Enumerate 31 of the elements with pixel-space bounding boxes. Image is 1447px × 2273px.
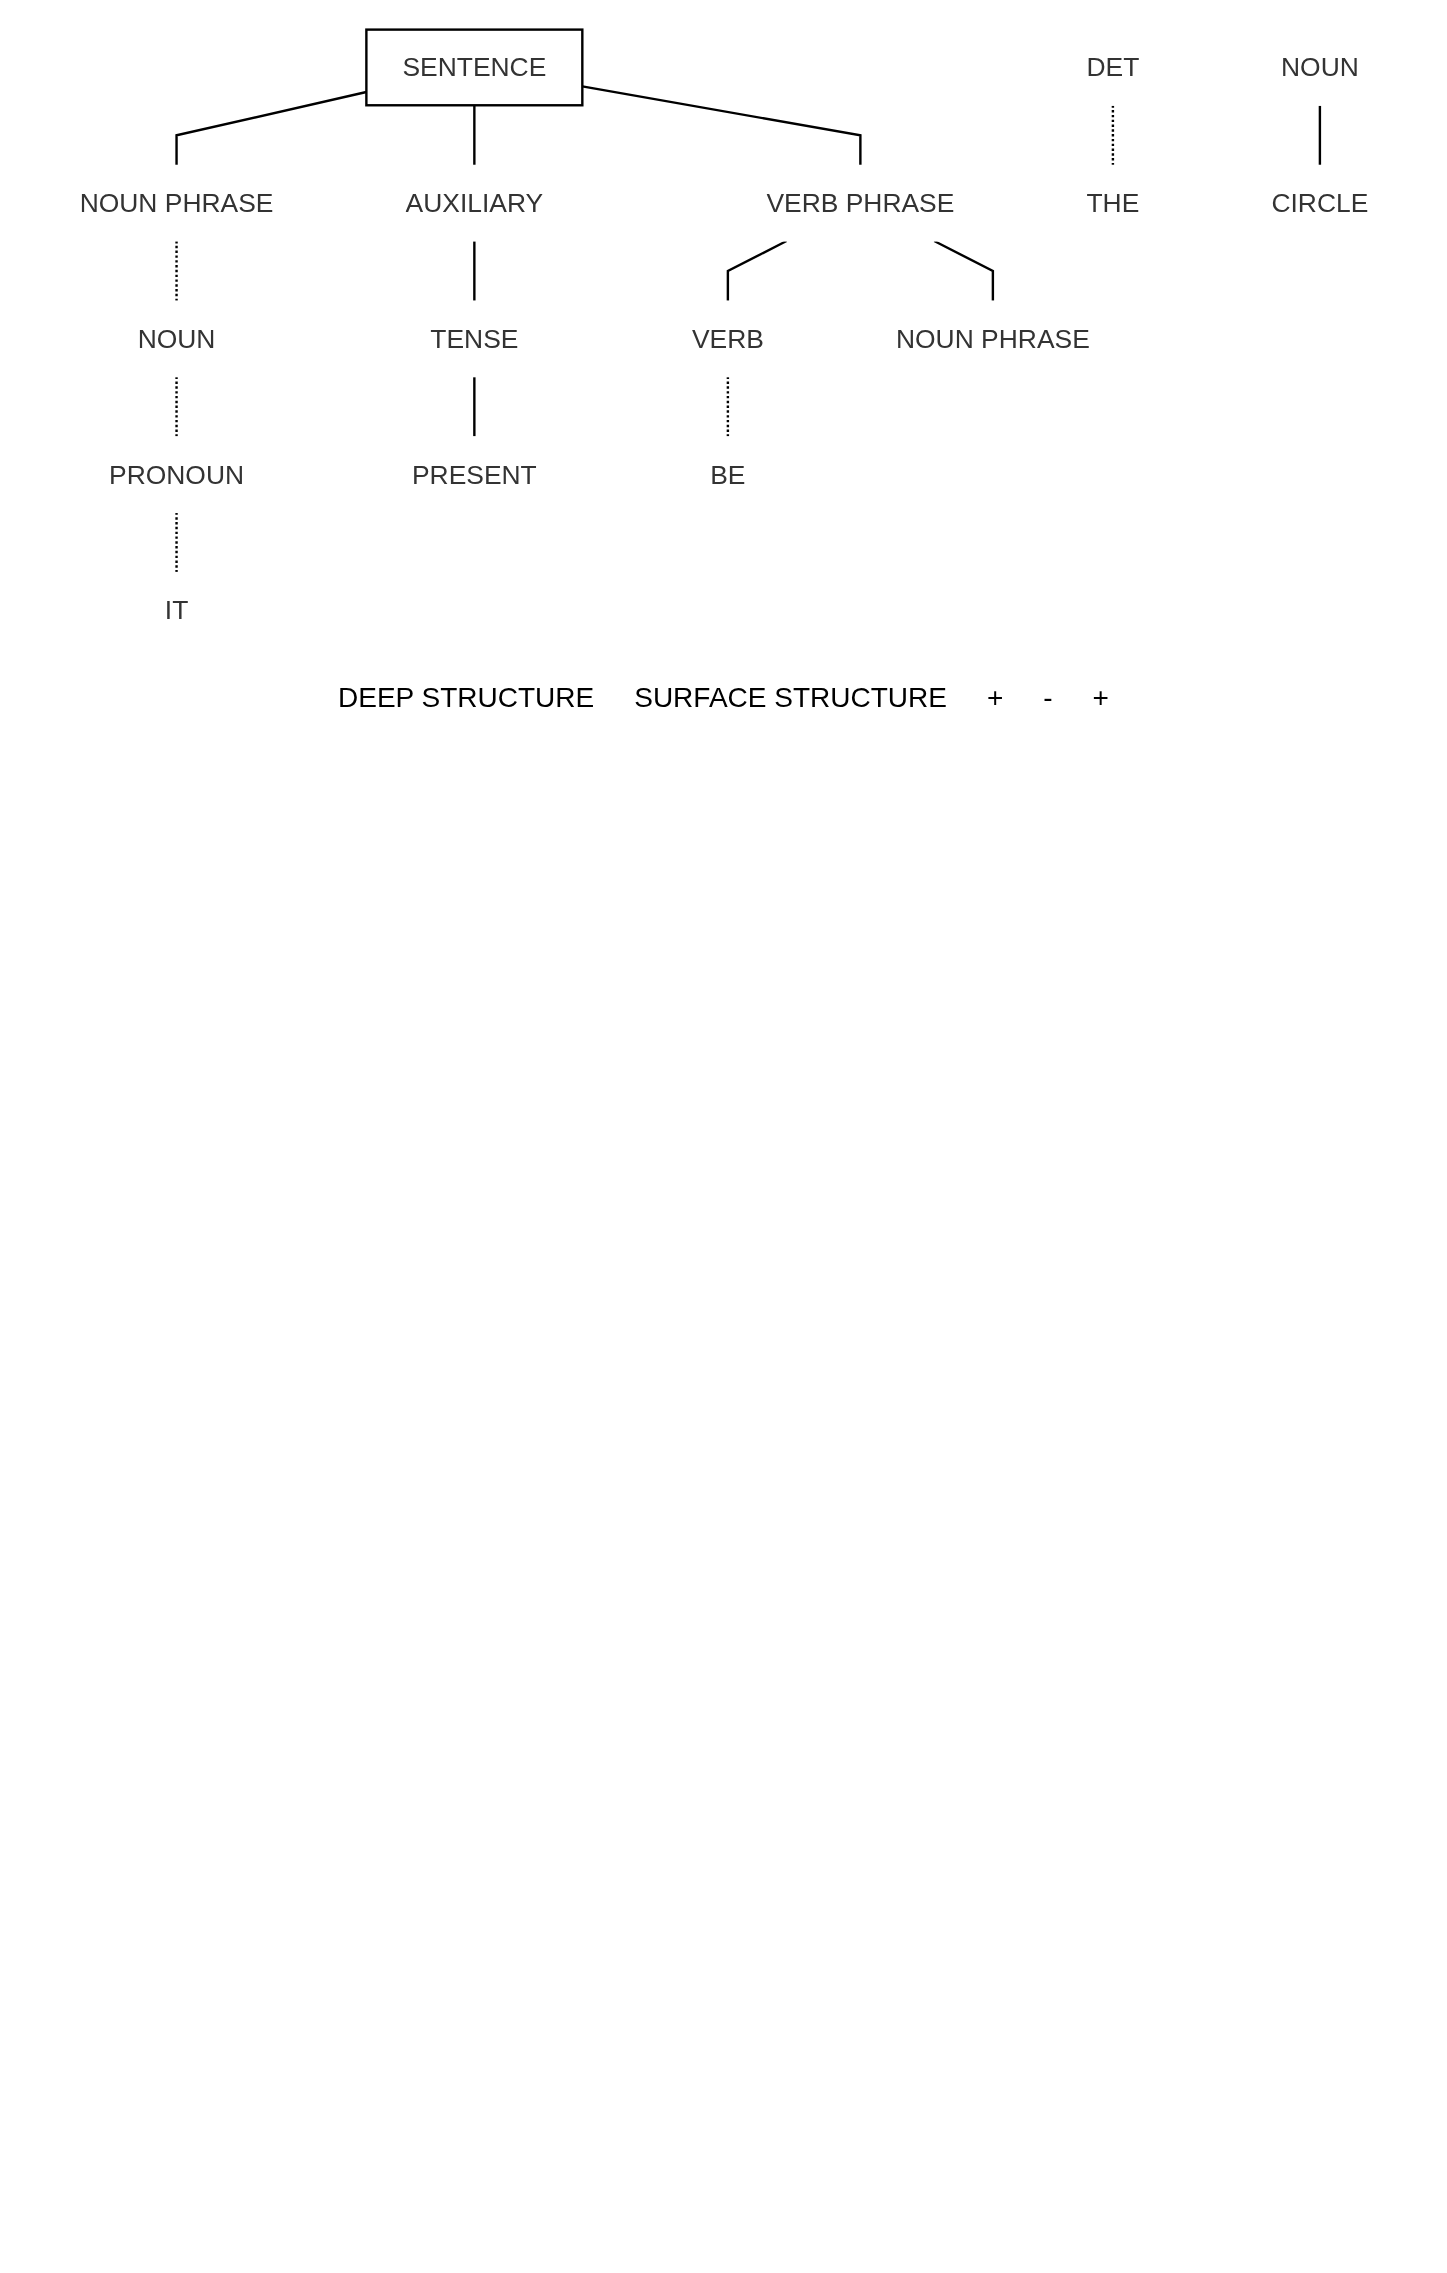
connector [472,241,476,302]
connector [174,241,178,302]
node-box: SENTENCE [364,28,584,107]
node-text: THE [1085,188,1139,219]
node-text: CIRCLE [1270,188,1368,219]
node-text: BE [709,459,746,490]
connector [581,85,862,166]
note-label: SURFACE STRUCTURE [634,681,947,714]
note-label: - [1043,681,1053,714]
node-text: PRESENT [411,459,537,490]
connector [726,376,729,437]
node-text: VERB [691,323,764,354]
node-text: PRONOUN [108,459,244,490]
node-text: NOUN PHRASE [895,323,1090,354]
node-text: AUXILIARY [405,188,543,219]
connector [1111,105,1114,166]
node-text: NOUN [1280,52,1359,83]
node-text: NOUN PHRASE [79,188,273,219]
note-label: + [986,681,1004,714]
connector [472,105,476,166]
connector [1318,105,1321,166]
node-text: TENSE [429,323,518,354]
connector [174,512,178,573]
connector [174,376,178,437]
node-text: IT [164,595,188,626]
node-text: DET [1085,52,1139,83]
node-text: NOUN [137,323,215,354]
note-label: DEEP STRUCTURE [338,681,595,714]
note-label: + [1092,681,1109,714]
connector [472,376,476,437]
node-text: VERB PHRASE [765,188,954,219]
